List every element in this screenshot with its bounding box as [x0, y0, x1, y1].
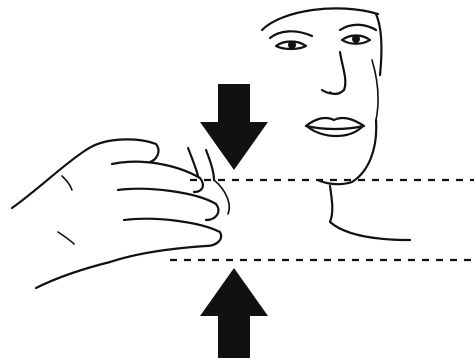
bottom-arrow-up	[200, 268, 268, 358]
upper-lip	[306, 118, 364, 126]
thumb	[188, 148, 214, 180]
face-illustration	[262, 8, 410, 240]
lip-line	[306, 126, 364, 129]
left-eyebrow	[270, 31, 312, 38]
neck-line	[330, 186, 410, 240]
nose	[322, 52, 345, 94]
ring-finger	[118, 189, 218, 220]
middle-finger	[112, 162, 203, 192]
hairline	[376, 14, 381, 75]
pinched-skin	[214, 180, 229, 214]
left-pupil	[288, 41, 296, 49]
cheek-line	[372, 60, 378, 120]
index-finger	[86, 139, 158, 162]
forearm-top	[12, 150, 86, 208]
forearm-bottom	[36, 262, 110, 288]
right-pupil	[352, 35, 360, 43]
hand-illustration	[12, 139, 229, 288]
little-finger	[124, 219, 221, 246]
palm-bottom	[110, 246, 206, 262]
top-arrow-down	[200, 84, 268, 170]
hair-outline	[262, 8, 378, 30]
knuckle-lines	[58, 176, 74, 244]
right-eyebrow	[340, 25, 376, 30]
